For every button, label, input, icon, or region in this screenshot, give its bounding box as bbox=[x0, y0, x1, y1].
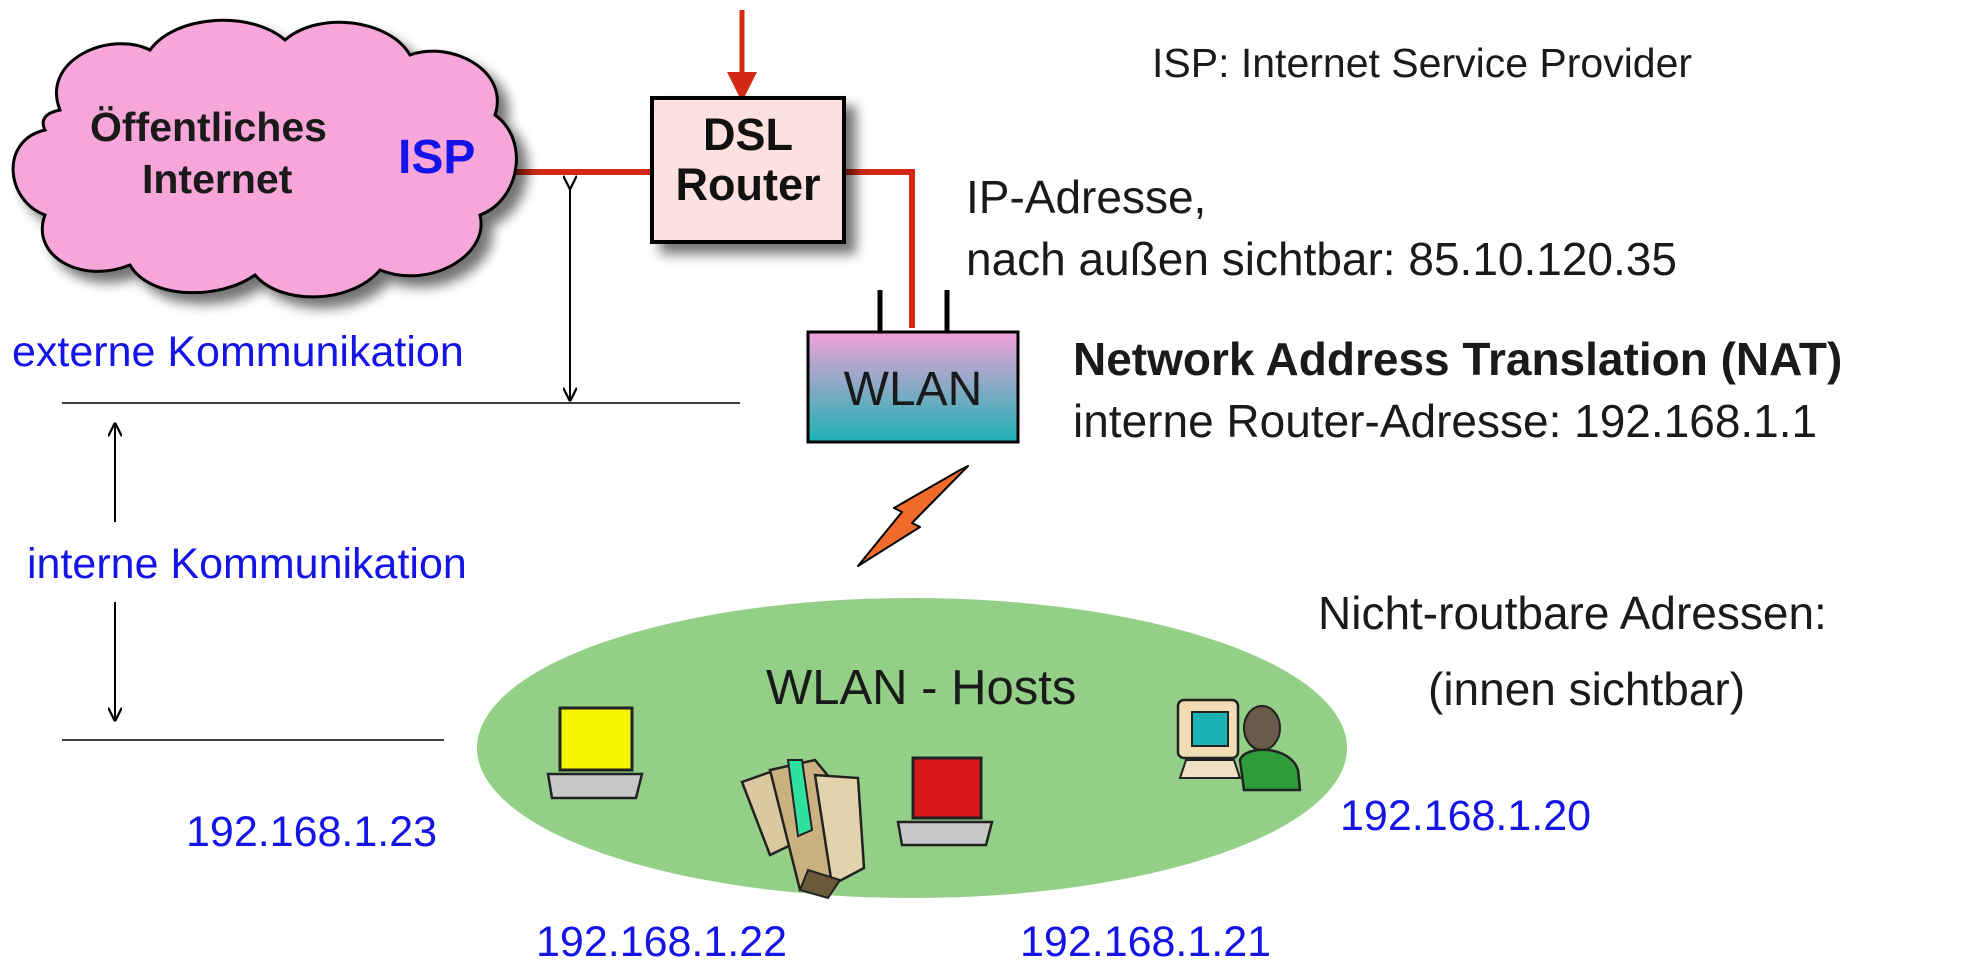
wlan-box bbox=[806, 330, 1020, 444]
computer-red-screen-icon bbox=[896, 756, 994, 847]
ip-address-line2: nach außen sichtbar: 85.10.120.35 bbox=[966, 233, 1677, 285]
internet-cloud bbox=[11, 18, 518, 299]
computer-yellow-screen-icon bbox=[546, 706, 644, 800]
cloud-isp-label: ISP bbox=[398, 131, 476, 184]
host-ip-22: 192.168.1.22 bbox=[536, 918, 788, 966]
lightning-bolt-icon bbox=[857, 465, 969, 567]
host-ip-23: 192.168.1.23 bbox=[186, 808, 438, 856]
nonroutable-line2: (innen sichtbar) bbox=[1428, 663, 1746, 715]
wlan-hosts-area bbox=[477, 598, 1347, 898]
cloud-title-line1: Öffentliches bbox=[90, 104, 327, 150]
internal-communication-label: interne Kommunikation bbox=[27, 540, 467, 588]
dsl-router-label: DSL Router bbox=[652, 110, 844, 209]
dsl-wlan-link bbox=[844, 169, 915, 328]
external-communication-label: externe Kommunikation bbox=[12, 328, 464, 376]
host-ip-21: 192.168.1.21 bbox=[1020, 918, 1272, 966]
nat-title: Network Address Translation (NAT) bbox=[1073, 333, 1843, 385]
host-ip-20: 192.168.1.20 bbox=[1340, 792, 1592, 840]
isp-definition: ISP: Internet Service Provider bbox=[1152, 40, 1693, 86]
nat-internal-address: interne Router-Adresse: 192.168.1.1 bbox=[1073, 395, 1818, 447]
file-cabinet-icon bbox=[740, 758, 866, 900]
dsl-router-label-line1: DSL bbox=[703, 109, 793, 160]
ip-address-line1: IP-Adresse, bbox=[966, 171, 1207, 223]
dsl-router-box bbox=[650, 96, 846, 244]
wlan-hosts-title: WLAN - Hosts bbox=[766, 661, 1077, 715]
dsl-router-label-line2: Router bbox=[675, 158, 821, 210]
person-at-computer-icon bbox=[1176, 698, 1302, 792]
nonroutable-line1: Nicht-routbare Adressen: bbox=[1318, 587, 1827, 639]
wlan-box-label: WLAN bbox=[843, 363, 983, 416]
cloud-title-line2: Internet bbox=[142, 156, 293, 202]
